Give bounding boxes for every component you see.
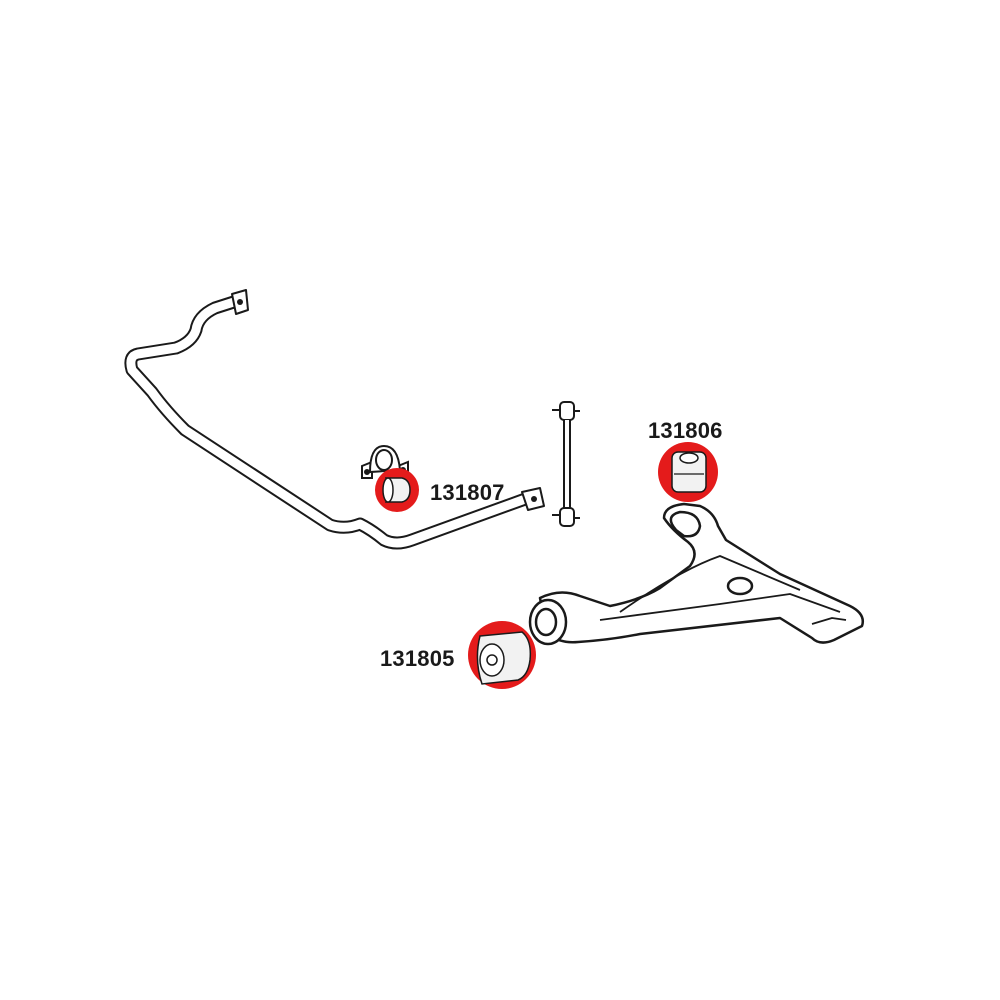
stabilizer-end-link bbox=[552, 401, 580, 527]
marker-131807 bbox=[375, 468, 419, 512]
lower-control-arm bbox=[528, 502, 864, 646]
part-label-131806: 131806 bbox=[648, 418, 723, 443]
part-label-131807: 131807 bbox=[430, 480, 505, 505]
part-label-131805: 131805 bbox=[380, 646, 455, 671]
marker-131805 bbox=[468, 621, 536, 689]
marker-131806 bbox=[658, 442, 718, 502]
stabilizer-bar bbox=[124, 289, 545, 550]
